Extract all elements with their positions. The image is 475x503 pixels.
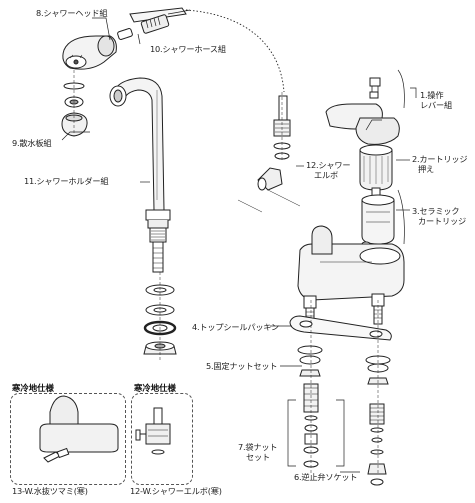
shower-head [62, 35, 117, 70]
label-spray-plate: 9.散水板組 [12, 138, 52, 148]
label-fixing-nut: 5.固定ナットセット [206, 361, 278, 371]
shower-elbow [237, 95, 301, 213]
inset-box-drain-knob [10, 393, 126, 485]
cartridge-cover [359, 144, 393, 191]
spray-plate-parts [61, 82, 88, 137]
label-top-seal: 4.トップシールパッキン [192, 322, 280, 332]
label-shower-head: 8.シャワーヘッド組 [36, 8, 108, 18]
shower-hose-connector [117, 7, 191, 40]
label-shower-elbow-line2: エルボ [314, 170, 338, 180]
label-bag-nut-line1: 7.袋ナット [238, 442, 278, 452]
fixing-nut-set [297, 345, 391, 385]
top-seal-packing [289, 315, 392, 341]
label-ceramic-line2: カートリッジ [418, 216, 466, 226]
label-shower-elbow-w: 12-W.シャワーエルボ(寒) [130, 486, 222, 496]
label-cartridge-cover-line1: 2.カートリッジ [412, 154, 468, 164]
label-bag-nut-line2: セット [246, 452, 270, 462]
label-shower-hose: 10.シャワーホース組 [150, 44, 226, 54]
center-lines [73, 70, 379, 474]
label-cartridge-cover-line2: 押え [418, 164, 434, 174]
label-drain-knob: 13-W.水抜ツマミ(寒) [12, 486, 88, 496]
lever-assembly [325, 77, 400, 145]
inset-shower-elbow-drawing [135, 407, 171, 455]
label-shower-holder: 11.シャワーホルダー組 [24, 176, 109, 186]
inset-header-cold-region-right: 寒冷地仕様 [134, 383, 176, 393]
faucet-body [297, 225, 405, 327]
check-valve-socket [367, 403, 387, 486]
hose-path [185, 9, 285, 93]
inset-drain-knob-drawing [39, 395, 119, 463]
inset-box-shower-elbow-w [131, 393, 193, 485]
label-ceramic-line1: 3.セラミック [412, 206, 460, 216]
label-check-valve: 6.逆止弁ソケット [294, 472, 358, 482]
label-shower-elbow-line1: 12.シャワー [306, 160, 351, 170]
ceramic-cartridge [361, 187, 395, 249]
shower-holder [109, 77, 171, 273]
leader-lines [61, 17, 417, 473]
inset-header-cold-region-left: 寒冷地仕様 [12, 383, 54, 393]
label-lever: 1.操作 レバー組 [420, 90, 452, 110]
